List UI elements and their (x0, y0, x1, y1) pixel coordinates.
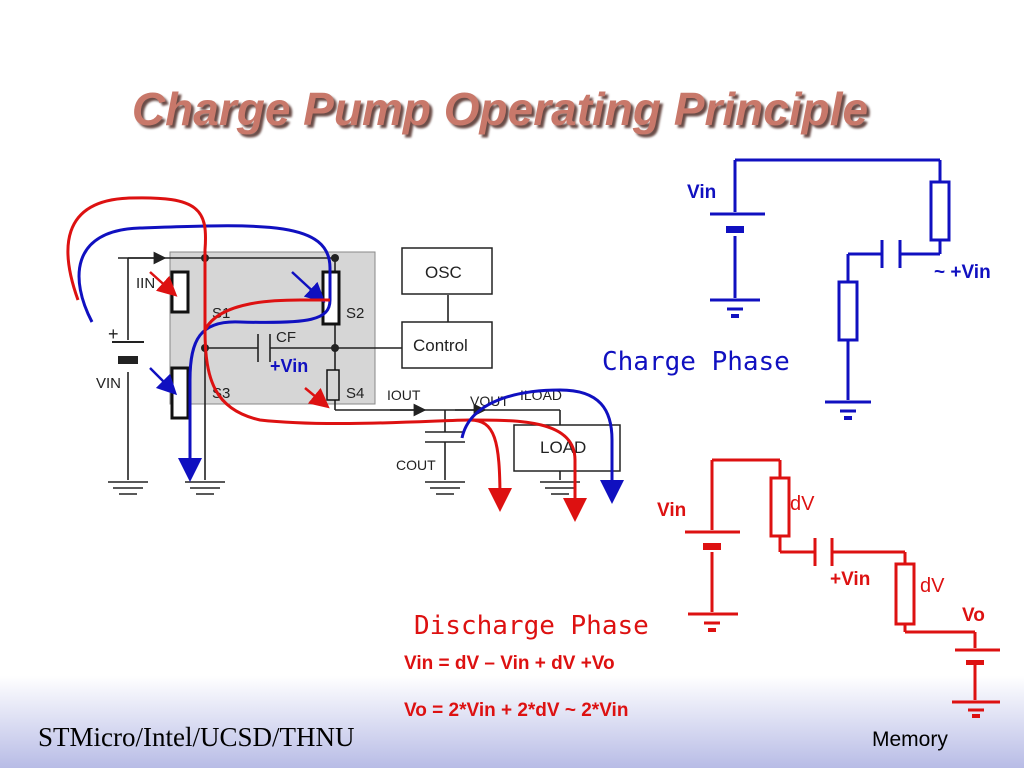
charge-phase-title: Charge Phase (602, 347, 790, 377)
label-vin: VIN (96, 375, 121, 392)
label-iout: IOUT (387, 387, 421, 403)
footer-topic: Memory (872, 728, 948, 751)
vin-battery-symbol (112, 341, 144, 364)
left-schematic: IIN + VIN S1 S2 S3 S4 CF OSC Control IOU… (66, 196, 624, 522)
label-plus: + (108, 324, 119, 344)
load-current-path (460, 388, 624, 504)
discharge-cap-label: +Vin (830, 569, 870, 590)
label-load: LOAD (540, 438, 586, 457)
label-cout: COUT (396, 457, 436, 473)
switch-s3 (170, 366, 190, 420)
label-osc: OSC (425, 263, 462, 282)
label-vout: VOUT (470, 393, 509, 409)
discharge-vo-label: Vo (962, 605, 985, 626)
discharge-phase-circuit (685, 458, 1000, 712)
discharge-equation-2: Vo = 2*Vin + 2*dV ~ 2*Vin (404, 700, 628, 721)
footer-band (0, 676, 1024, 768)
charge-phase-circuit (710, 158, 951, 413)
charge-current-path (77, 224, 332, 482)
discharge-equation-1: Vin = dV – Vin + dV +Vo (404, 653, 615, 674)
label-s4: S4 (346, 385, 364, 402)
discharge-dv-top-label: dV (790, 493, 815, 515)
label-s2: S2 (346, 305, 364, 322)
control-box (401, 321, 493, 369)
discharge-dv-bottom-label: dV (920, 575, 945, 597)
footer-source: STMicro/Intel/UCSD/THNU (38, 722, 355, 752)
label-cf: CF (276, 329, 296, 346)
discharge-phase-title: Discharge Phase (414, 611, 649, 641)
label-cap-plus-vin: +Vin (270, 356, 308, 376)
osc-box (401, 247, 493, 295)
slide-title: Charge Pump Operating Principle (131, 83, 869, 135)
label-control: Control (413, 336, 468, 355)
label-iin: IIN (136, 275, 155, 292)
ic-box (169, 251, 376, 405)
switch-s1 (170, 270, 190, 314)
discharge-vin-label: Vin (657, 500, 686, 521)
charge-vin-label: Vin (687, 182, 716, 203)
switch-s4-body (326, 369, 340, 401)
charge-node-label: ~ +Vin (934, 262, 991, 283)
load-box (513, 424, 621, 472)
